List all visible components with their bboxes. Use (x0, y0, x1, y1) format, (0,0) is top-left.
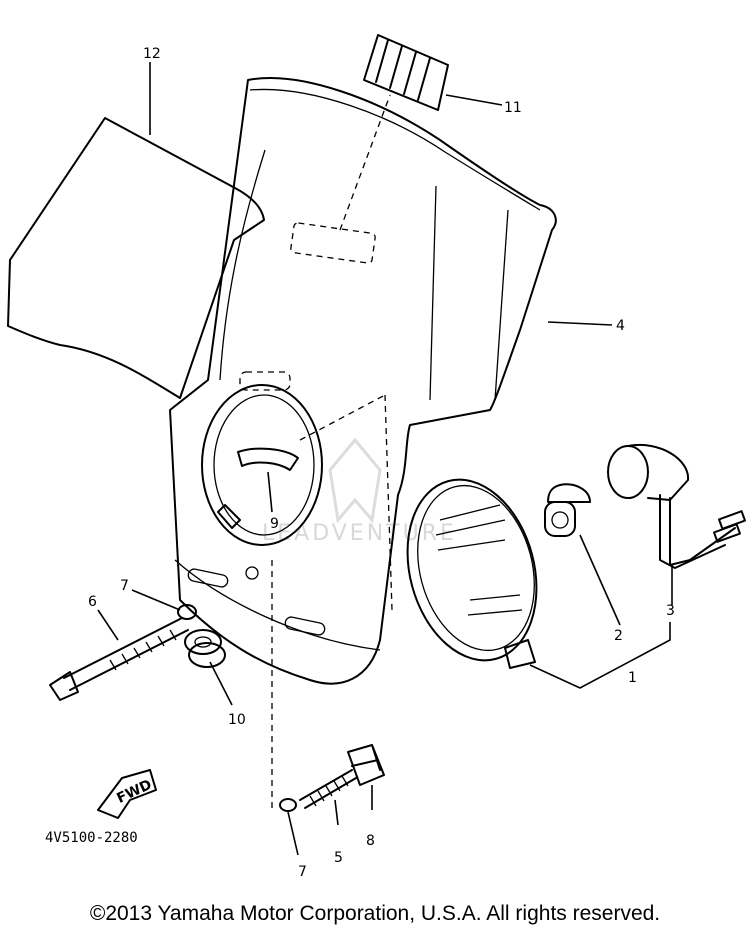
bulb-part-2 (544, 483, 591, 537)
grommet-part-10 (184, 629, 226, 668)
callout-3: 3 (666, 603, 675, 619)
callout-7-lower: 7 (298, 864, 307, 880)
socket-part-3 (607, 443, 746, 569)
callout-1: 1 (628, 670, 637, 686)
watermark-text: LEADVENTURE (262, 521, 457, 546)
spring-part-5 (299, 769, 357, 809)
copyright-notice: ©2013 Yamaha Motor Corporation, U.S.A. A… (89, 902, 661, 925)
callout-11: 11 (504, 100, 522, 116)
callout-7-upper: 7 (120, 578, 129, 594)
callout-8: 8 (366, 833, 375, 849)
callout-9: 9 (270, 516, 279, 532)
callout-12: 12 (143, 46, 161, 62)
part-code: 4V5100-2280 (45, 830, 138, 846)
callout-4: 4 (616, 318, 625, 334)
callout-2: 2 (614, 628, 623, 644)
headlight-unit-part-1 (406, 478, 538, 669)
bolt-part-6 (49, 617, 189, 701)
headlight-cover-part-4 (169, 77, 557, 685)
nut-part-8 (347, 744, 385, 786)
pad-part-11 (363, 34, 449, 111)
callout-10: 10 (228, 712, 246, 728)
washer-part-7-upper (177, 604, 197, 620)
leader-lines (97, 62, 673, 856)
fwd-arrow: FWD (97, 769, 157, 819)
callout-numbers: 1 2 3 4 5 6 7 8 9 10 11 12 7 (88, 46, 675, 880)
number-plate-part-12 (7, 117, 265, 399)
washer-part-7-lower (279, 798, 297, 812)
assembly-lines (271, 94, 393, 810)
callout-6: 6 (88, 594, 97, 610)
callout-5: 5 (334, 850, 343, 866)
